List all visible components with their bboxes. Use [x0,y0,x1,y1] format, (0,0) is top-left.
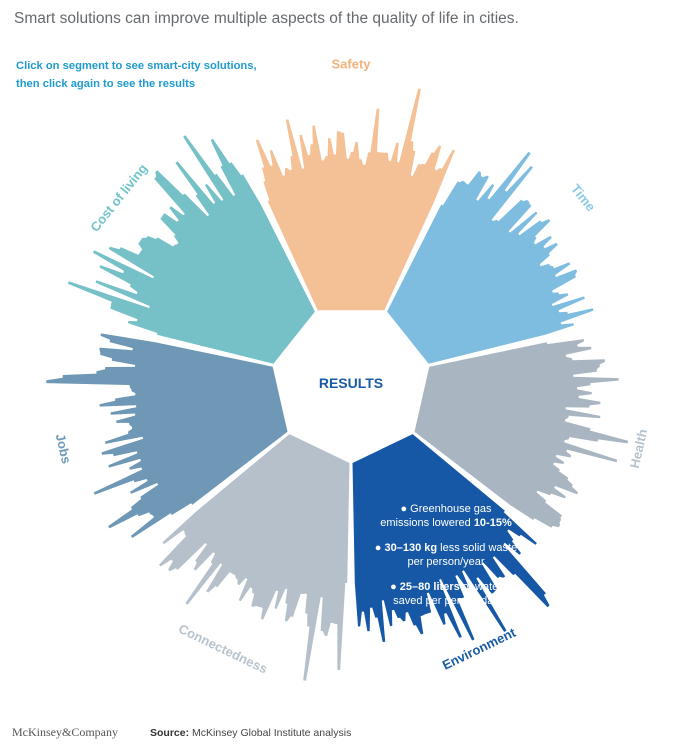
segment-cost_of_living[interactable] [67,135,315,364]
page-title: Smart solutions can improve multiple asp… [14,10,519,27]
instruction-line-1: Click on segment to see smart-city solut… [16,60,257,72]
results-hub[interactable] [276,314,426,460]
source-note: Source: McKinsey Global Institute analys… [150,727,352,739]
segment-label-jobs[interactable]: Jobs [53,432,74,465]
instruction-line-2: then click again to see the results [16,78,196,90]
result-line: per person/year [407,556,484,568]
result-line: ● 25–80 liters of water [390,581,502,593]
results-text: ● Greenhouse gas emissions lowered 10-15%… [375,503,517,607]
result-line: ● 30–130 kg less solid waste [375,542,517,554]
result-line: ● Greenhouse gas [400,503,492,515]
segment-time[interactable] [387,151,594,364]
results-label: RESULTS [319,375,383,391]
segment-environment[interactable] [352,434,550,642]
segment-label-health[interactable]: Health [627,428,651,470]
segment-label-environment[interactable]: Environment [440,624,519,672]
instructions: Click on segment to see smart-city solut… [16,57,257,93]
result-line: emissions lowered 10-15% [380,517,512,529]
segment-safety[interactable] [255,88,455,311]
segment-jobs[interactable] [46,333,288,538]
segment-label-connectedness[interactable]: Connectedness [176,621,270,676]
segment-label-cost_of_living[interactable]: Cost of living [87,161,150,235]
segment-label-safety[interactable]: Safety [331,56,371,71]
segment-connectedness[interactable] [159,434,350,681]
segment-label-time[interactable]: Time [568,181,599,214]
result-line: saved per person/day [393,595,499,607]
segment-health[interactable] [414,339,629,528]
mckinsey-logo: McKinsey&Company [12,725,118,739]
